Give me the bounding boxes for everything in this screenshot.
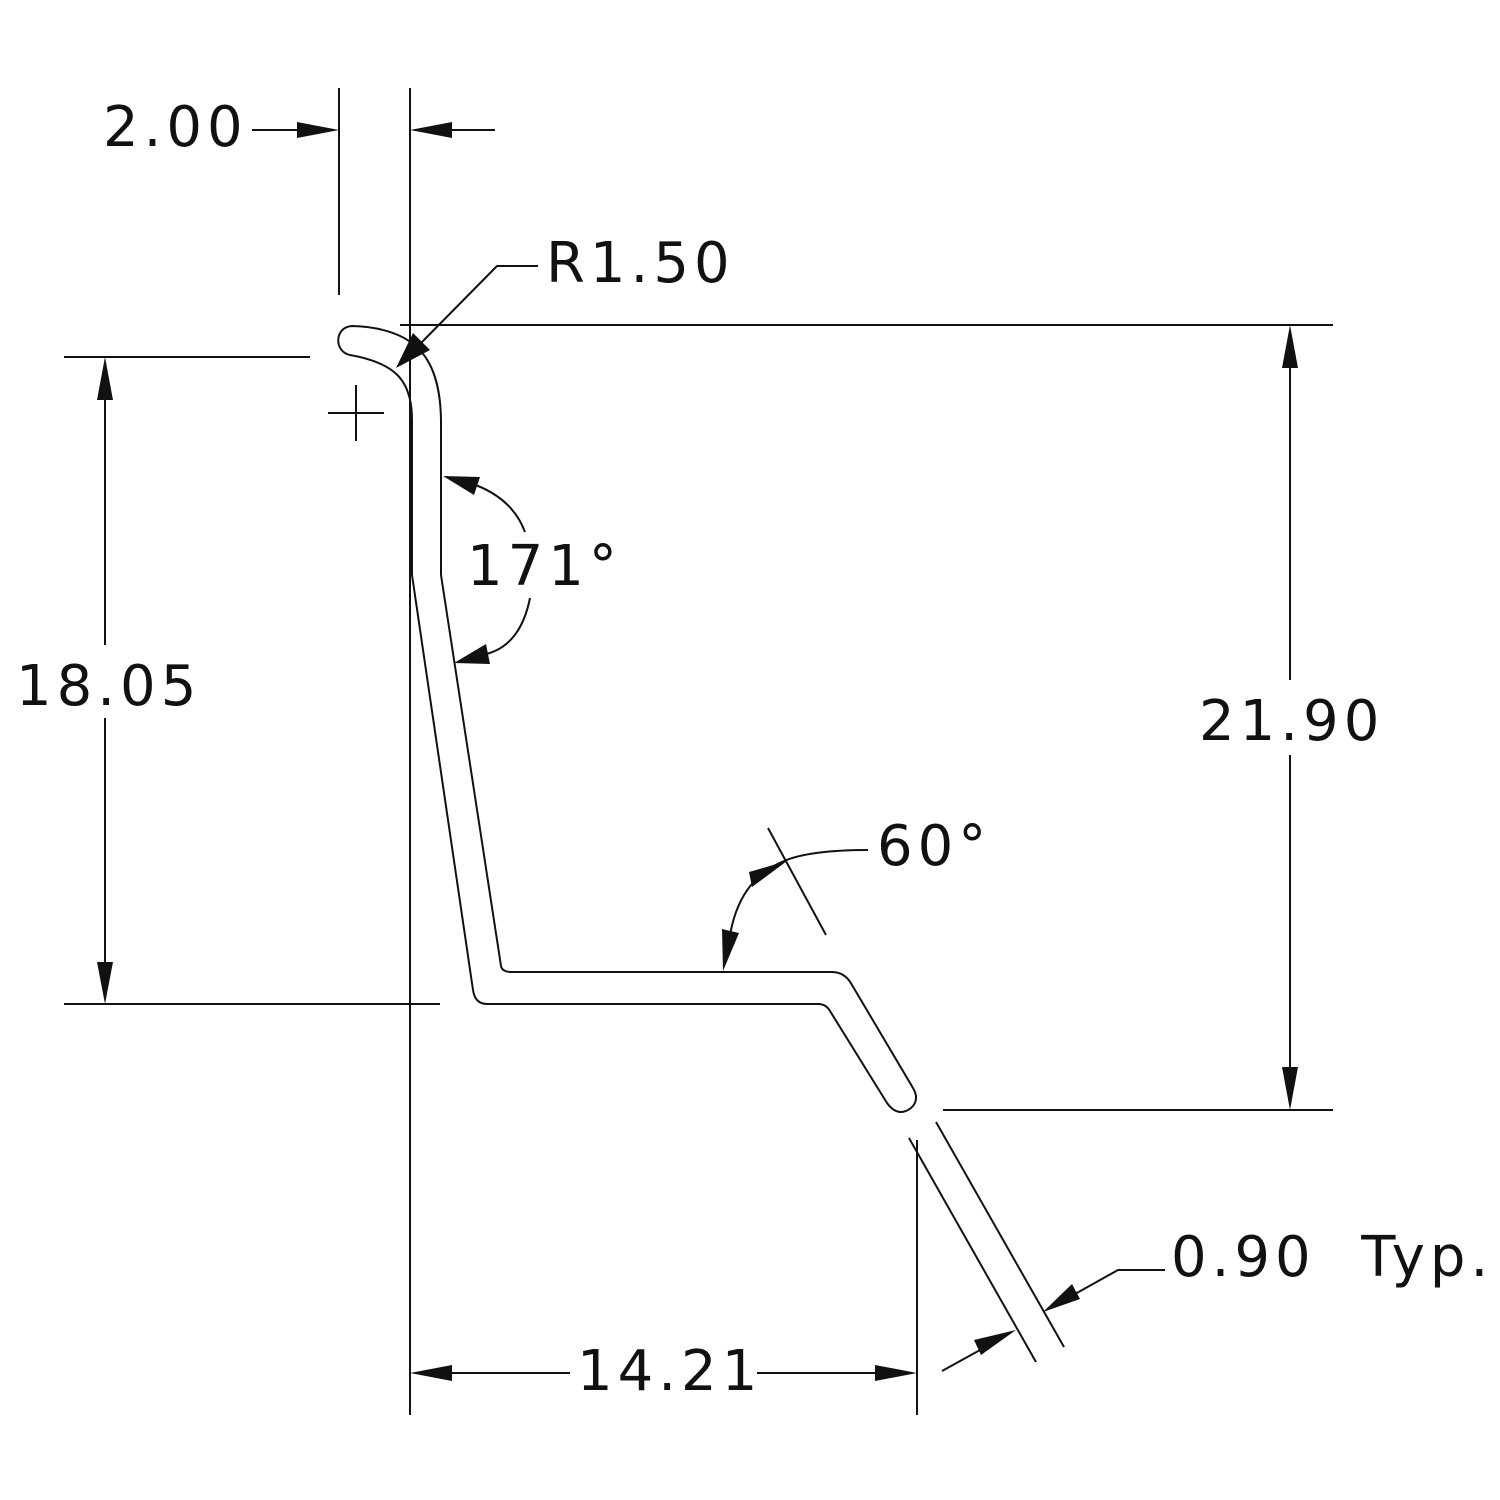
dim-total-height-label: 21.90 (1199, 689, 1384, 754)
dim-thickness-label: 0.90 Typ. (1171, 1225, 1493, 1290)
flange-lower-edge (472, 965, 917, 1113)
dim-web-angle: 171° (443, 476, 622, 664)
dim-total-height: 21.90 (1199, 325, 1384, 1110)
dim-radius: R1.50 (396, 231, 735, 368)
dim-flange-angle-label: 60° (877, 814, 991, 879)
dim-left-height-label: 18.05 (16, 654, 201, 719)
web-outer-slant (411, 574, 474, 991)
dim-web-angle-label: 171° (467, 534, 622, 599)
ext-thickness-outer (908, 1137, 1037, 1363)
dim-lip-width: 2.00 (103, 95, 495, 160)
dim-lip-width-label: 2.00 (103, 95, 248, 160)
dim-thickness: 0.90 Typ. (941, 1225, 1493, 1372)
dim-left-height: 18.05 (16, 357, 201, 1004)
ext-thickness-inner (935, 1121, 1065, 1348)
dim-flange-angle: 60° (722, 814, 991, 971)
dim-horizontal-width: 14.21 (410, 1339, 917, 1404)
lip-curl (337, 325, 442, 421)
web-inner-slant (440, 574, 502, 967)
profile-outline (337, 325, 917, 1113)
center-mark (328, 385, 384, 441)
dim-radius-label: R1.50 (546, 231, 735, 296)
dim-horizontal-width-label: 14.21 (577, 1339, 762, 1404)
